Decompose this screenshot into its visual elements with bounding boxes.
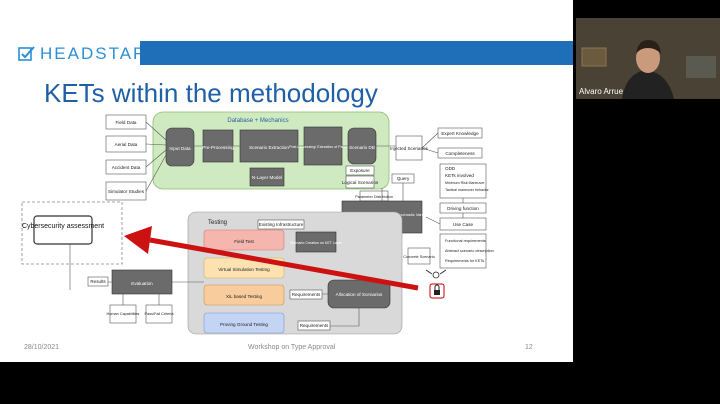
results-box: Results xyxy=(90,279,106,284)
input-simulator-studies: Simulator Studies xyxy=(108,189,145,194)
header-bar xyxy=(140,41,573,65)
footer-event: Workshop on Type Approval xyxy=(248,344,336,351)
input-accident-data: Accident Data xyxy=(112,165,141,170)
existing-infra-box: Existing Infrastructure xyxy=(259,222,304,227)
antenna-icon xyxy=(425,269,447,279)
parameter-distribution-box: Parameter Distribution xyxy=(355,195,393,199)
completeness-box: Completeness xyxy=(445,151,475,156)
odd-item-0: ODD xyxy=(445,166,456,171)
requirements-box-2: Requirements xyxy=(300,323,329,328)
footer-date: 28/10/2021 xyxy=(24,344,60,351)
participant-name: Alvaro Arrue xyxy=(579,87,624,96)
req-item-2: Requirements for KETs xyxy=(445,259,484,263)
human-capabilities-box: Human Capabilities xyxy=(107,312,140,316)
presentation-slide: HEADSTART KETs within the methodology .b… xyxy=(0,0,573,362)
requirements-box-1: Requirements xyxy=(292,292,321,297)
req-item-1: Abstract scenario description xyxy=(445,249,494,253)
logical-scenarios-box: Logical Scenarios xyxy=(342,180,379,185)
brand-name: HEADSTART xyxy=(40,44,160,63)
methodology-diagram: .bx { fill:#fff; stroke:#555; stroke-wid… xyxy=(21,111,494,335)
use-case-box: Use Case xyxy=(453,222,474,227)
injected-scenarios-box: Injected Scenarios xyxy=(390,146,428,151)
xil-box: XiL based Testing xyxy=(226,294,262,299)
n-layer-box: N-Layer Model xyxy=(252,175,282,180)
concrete-scenario-box: Concrete Scenario xyxy=(403,255,434,259)
allocation-box: Allocation of Scenarios xyxy=(336,292,383,297)
video-feed xyxy=(576,18,720,99)
input-field-data: Field Data xyxy=(116,120,137,125)
preprocessing-box: Pre-Processing xyxy=(202,145,234,150)
field-test-box: Field Test xyxy=(234,239,254,244)
scenario-db-cylinder: Scenario DB xyxy=(349,145,375,150)
req-item-0: Functional requirements xyxy=(445,239,486,243)
odd-item-2: Minimum Risk Maneuver xyxy=(445,181,485,185)
virtual-sim-box: Virtual Simulation Testing xyxy=(218,267,270,272)
slide-title: KETs within the methodology xyxy=(44,78,378,108)
input-data-cylinder: Input Data xyxy=(169,146,191,151)
input-sources: Field Data Aerial Data Accident Data Sim… xyxy=(105,114,147,201)
expert-knowledge-box: Expert Knowledge xyxy=(441,131,479,136)
evaluation-box: Evaluation xyxy=(131,281,153,286)
driving-function-box: Driving function xyxy=(447,206,479,211)
lock-icon xyxy=(429,283,445,299)
cybersecurity-dashed xyxy=(21,201,123,265)
participant-video[interactable]: Alvaro Arrue xyxy=(576,18,720,99)
testing-title: Testing xyxy=(208,220,227,226)
cybersecurity-label: Cybersecurity assessment xyxy=(22,223,104,230)
passfail-box: Pass/Fail Criteria xyxy=(145,312,175,316)
page-number: 12 xyxy=(525,344,533,351)
red-arrow xyxy=(149,237,419,291)
odd-item-1: KETs involved xyxy=(445,173,474,178)
headstart-logo-icon xyxy=(18,46,35,61)
headstart-logo: HEADSTART xyxy=(18,44,159,64)
exposure-box: Exposure xyxy=(350,168,370,173)
query-box: Query xyxy=(397,176,410,181)
post-processing-box: Post-Processing/ Extraction of Parameter… xyxy=(289,145,357,149)
scenario-extraction-box: Scenario Extraction xyxy=(249,145,289,150)
proving-ground-box: Proving Ground Testing xyxy=(220,322,268,327)
scenario-creation-box: Scenario Creation on KET Layer xyxy=(290,241,342,245)
input-aerial-data: Aerial Data xyxy=(115,142,138,147)
odd-item-3: Tactical maneuver behavior xyxy=(445,188,490,192)
db-title: Database + Mechanics xyxy=(227,118,288,124)
